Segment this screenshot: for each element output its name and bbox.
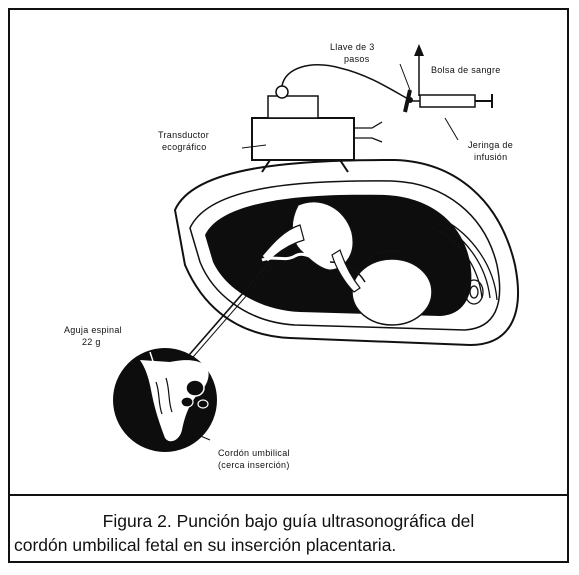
label-jeringa-line2: infusión — [474, 152, 507, 162]
stopcock-icon — [405, 90, 413, 112]
label-transductor-line2: ecográfico — [162, 142, 207, 152]
syringe-icon — [412, 94, 492, 108]
label-llave: Llave de 3 pasos — [330, 42, 375, 64]
figure-caption: Figura 2. Punción bajo guía ultrasonográ… — [8, 509, 569, 557]
label-llave-line2: pasos — [344, 54, 370, 64]
ultrasound-transducer-icon — [252, 86, 382, 172]
label-aguja-line1: Aguja espinal — [64, 325, 122, 335]
label-cordon: Cordón umbilical (cerca inserción) — [218, 448, 290, 470]
arrow-up-icon — [414, 44, 424, 96]
label-aguja-line2: 22 g — [82, 337, 101, 347]
label-bolsa: Bolsa de sangre — [431, 65, 501, 75]
label-aguja: Aguja espinal 22 g — [64, 325, 122, 347]
caption-divider — [8, 494, 569, 496]
infusion-tubing — [282, 65, 410, 100]
label-jeringa-line1: Jeringa de — [468, 140, 513, 150]
label-llave-line1: Llave de 3 — [330, 42, 375, 52]
label-cordon-line1: Cordón umbilical — [218, 448, 290, 458]
label-cordon-line2: (cerca inserción) — [218, 460, 290, 470]
caption-line-2: cordón umbilical fetal en su inserción p… — [8, 533, 569, 557]
label-jeringa: Jeringa de infusión — [468, 140, 513, 162]
label-transductor-line1: Transductor — [158, 130, 209, 140]
label-transductor: Transductor ecográfico — [158, 130, 209, 152]
caption-line-1: Figura 2. Punción bajo guía ultrasonográ… — [8, 509, 569, 533]
